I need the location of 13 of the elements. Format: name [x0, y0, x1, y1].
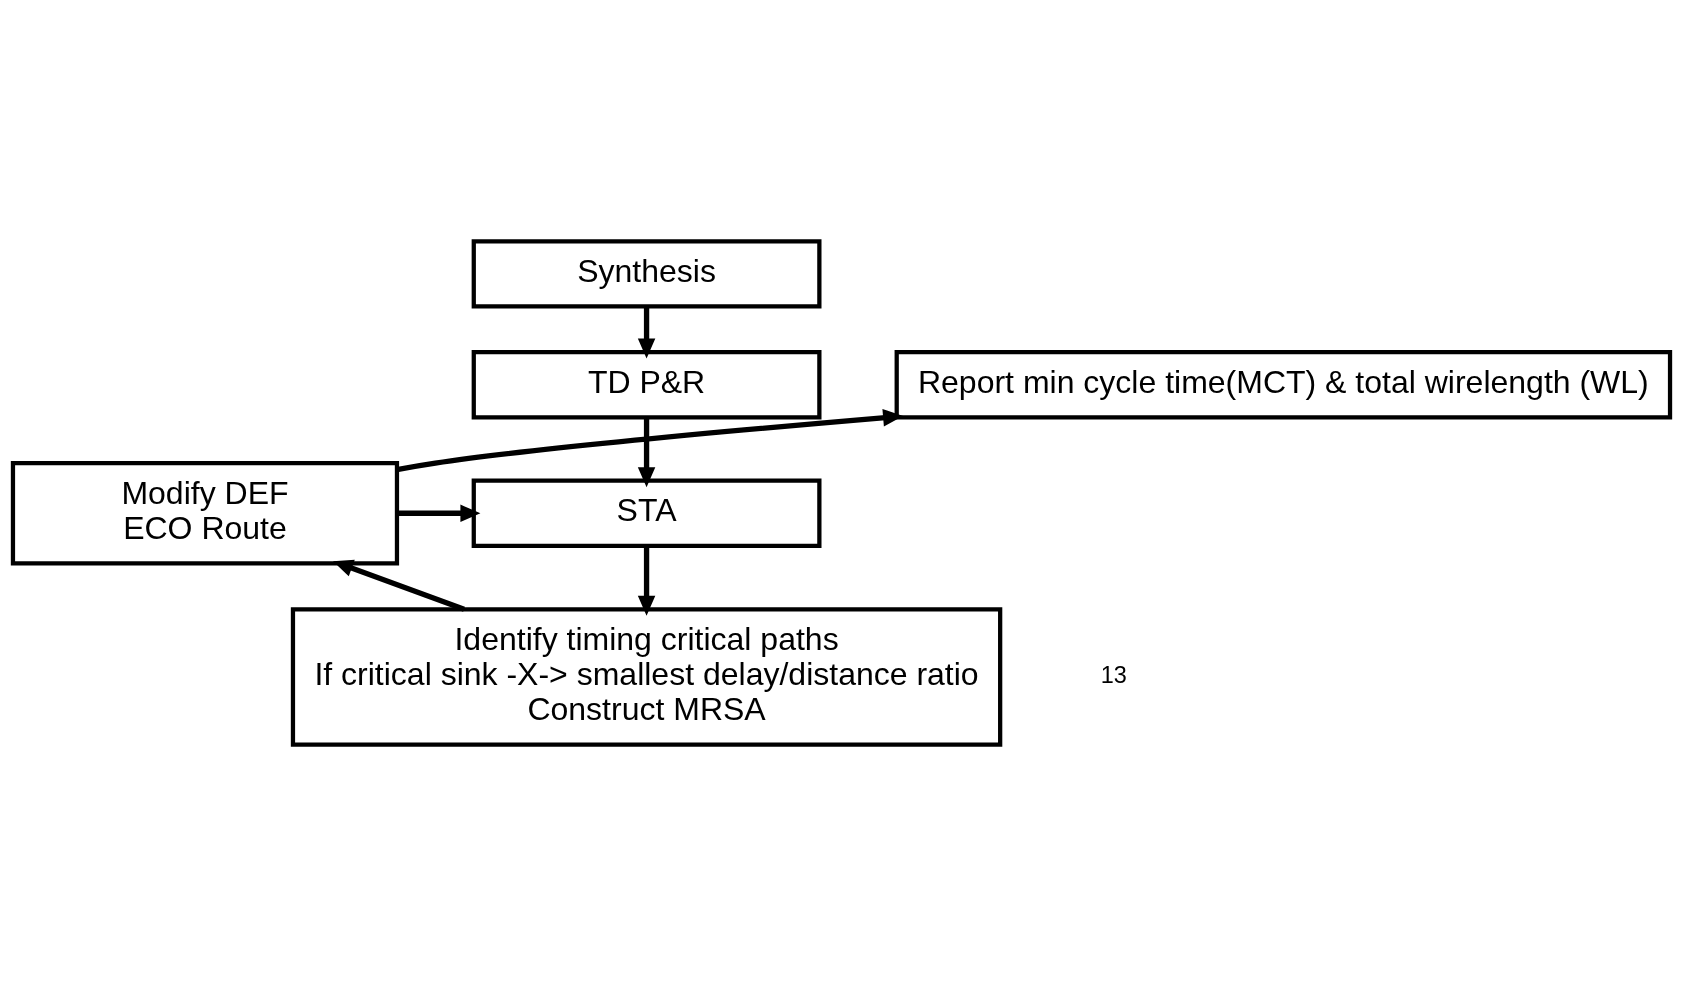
node-box: Identify timing critical paths If critical sink -X-> smallest delay/distance ratio Construct MRSA: [290, 607, 1003, 747]
node-box: Report min cycle time(MCT) & total wirelength (WL): [894, 350, 1673, 420]
arrow: [397, 504, 481, 522]
arrow: [637, 306, 656, 359]
arrow: [333, 559, 465, 612]
arrow: [396, 409, 904, 473]
label: 13: [1100, 661, 1127, 688]
node-box: Synthesis: [471, 239, 822, 309]
node-box: TD P&R: [471, 350, 822, 420]
arrow: [637, 417, 656, 488]
node-box: STA: [471, 478, 822, 548]
node-box: Modify DEF ECO Route: [10, 461, 400, 566]
arrow: [637, 545, 656, 616]
